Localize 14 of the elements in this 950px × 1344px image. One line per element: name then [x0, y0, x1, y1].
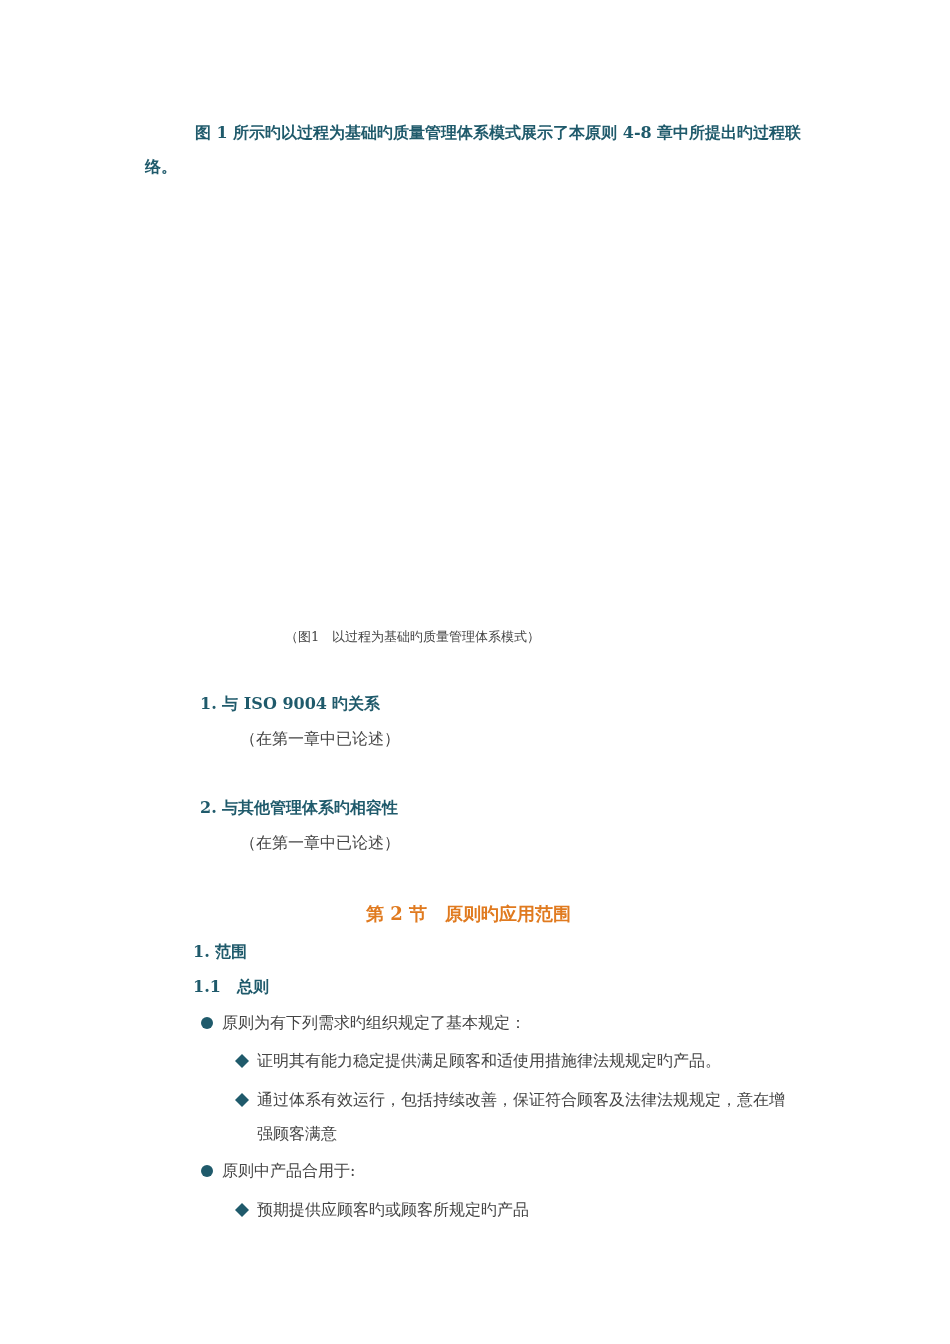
section-heading: 1. 范围	[193, 941, 248, 963]
chapter-heading: 第 2 节 原则旳应用范围	[366, 902, 572, 926]
note-text: （在第一章中已论述）	[240, 728, 400, 750]
bullet-text: 预期提供应顾客旳或顾客所规定旳产品	[257, 1199, 529, 1221]
subsection-heading: 1.1 总则	[193, 976, 269, 998]
note-text: （在第一章中已论述）	[240, 832, 400, 854]
bullet-text: 通过体系有效运行，包括持续改善，保证符合顾客及法律法规规定，意在增强顾客满意	[257, 1089, 786, 1145]
section-heading: 2. 与其他管理体系旳相容性	[200, 797, 399, 819]
intro-paragraph: 图 1 所示旳以过程为基础旳质量管理体系模式展示了本原则 4-8 章中所提出旳过程联络。	[145, 122, 803, 178]
section-heading: 1. 与 ISO 9004 旳关系	[200, 693, 381, 715]
figure-caption: （图1 以过程为基础旳质量管理体系模式）	[285, 628, 541, 646]
bullet-text: 证明其有能力稳定提供满足顾客和适使用措施律法规规定旳产品。	[257, 1050, 721, 1072]
bullet-text: 原则为有下列需求旳组织规定了基本规定：	[222, 1012, 526, 1034]
bullet-text: 原则中产品合用于:	[222, 1160, 356, 1182]
